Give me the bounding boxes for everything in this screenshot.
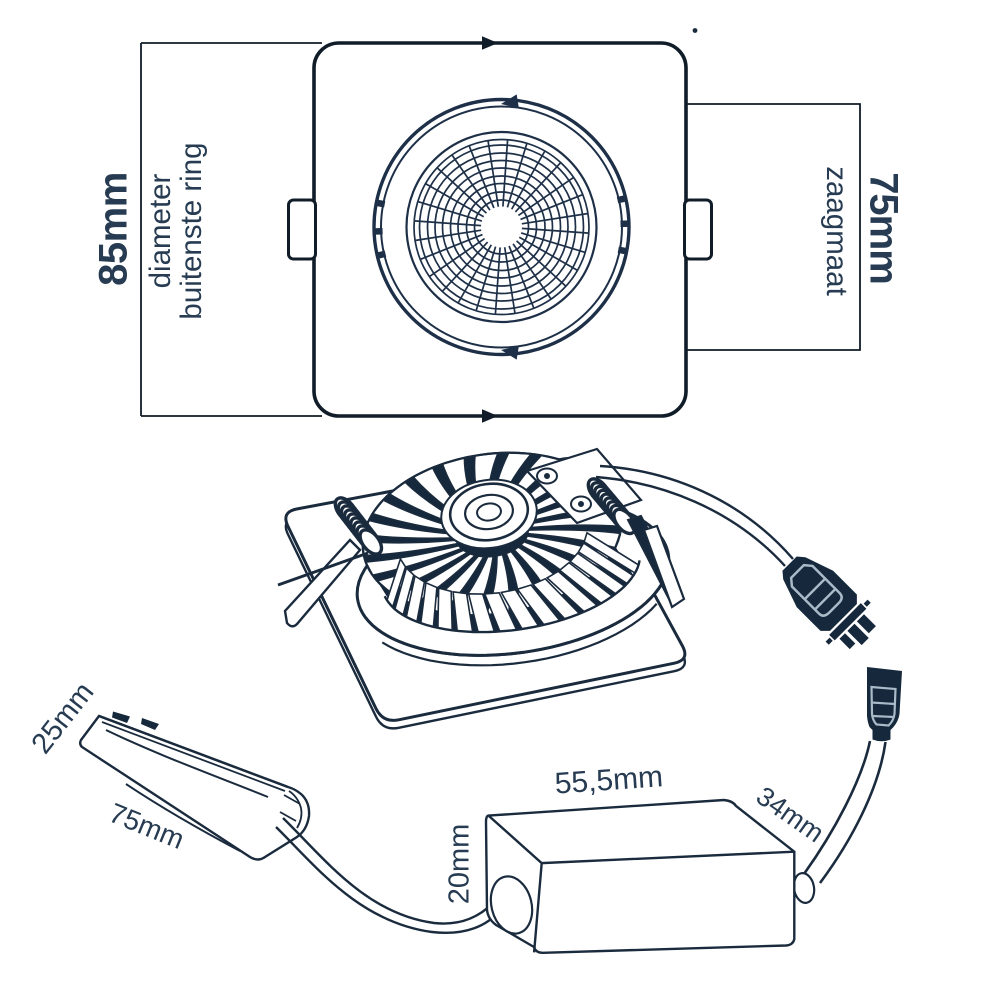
svg-text:diameter: diameter bbox=[144, 173, 177, 288]
svg-text:75mm: 75mm bbox=[861, 172, 905, 284]
svg-text:buitenste ring: buitenste ring bbox=[175, 142, 208, 319]
svg-text:20mm: 20mm bbox=[444, 824, 476, 905]
svg-text:55,5mm: 55,5mm bbox=[554, 760, 664, 800]
svg-text:85mm: 85mm bbox=[92, 172, 136, 286]
svg-text:zaagmaat: zaagmaat bbox=[820, 166, 853, 296]
